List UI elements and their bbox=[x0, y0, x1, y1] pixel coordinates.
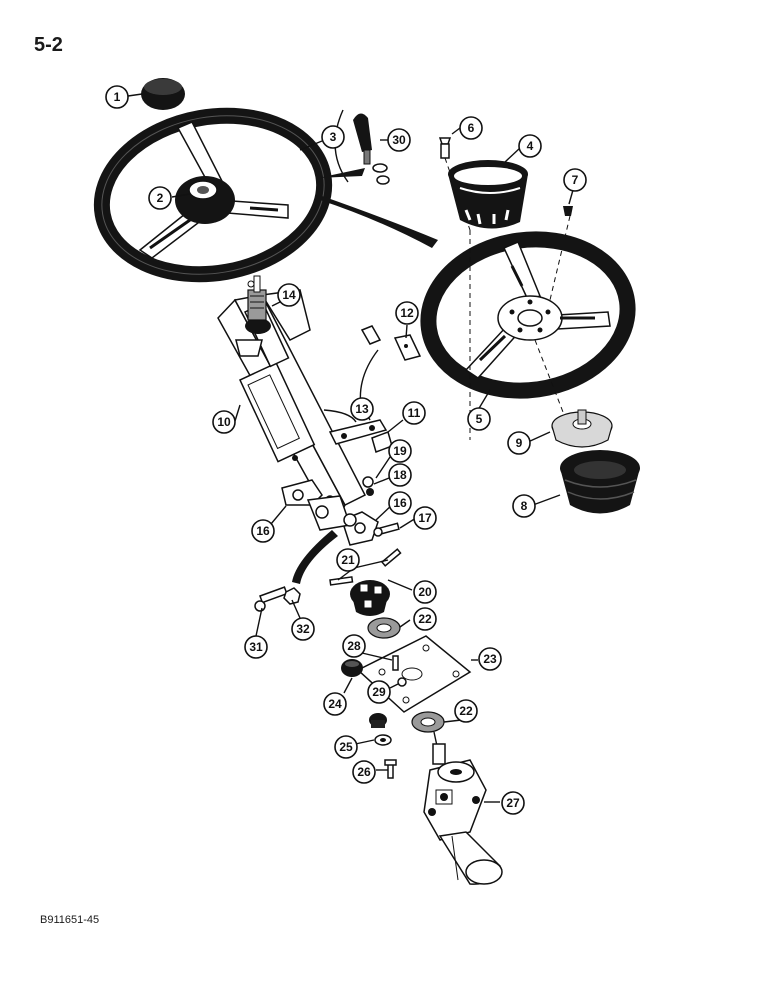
svg-text:18: 18 bbox=[393, 468, 407, 482]
svg-text:32: 32 bbox=[296, 622, 310, 636]
boot-part bbox=[560, 450, 640, 514]
svg-text:19: 19 bbox=[393, 444, 407, 458]
callout-4: 4 bbox=[518, 134, 542, 158]
bolts-21-part bbox=[329, 548, 402, 586]
steering-control-unit-part bbox=[423, 731, 503, 885]
swoosh-column bbox=[292, 530, 338, 584]
steering-wheel-bare-part bbox=[420, 231, 636, 399]
svg-text:20: 20 bbox=[418, 585, 432, 599]
svg-text:13: 13 bbox=[355, 402, 369, 416]
svg-text:30: 30 bbox=[392, 133, 406, 147]
svg-text:7: 7 bbox=[572, 173, 579, 187]
callout-2: 2 bbox=[148, 186, 172, 210]
callout-31: 31 bbox=[244, 635, 268, 659]
callout-9: 9 bbox=[507, 431, 531, 455]
svg-text:4: 4 bbox=[527, 139, 534, 153]
svg-text:26: 26 bbox=[357, 765, 371, 779]
latch-plate-part bbox=[360, 325, 422, 361]
horn-cap-part bbox=[141, 78, 185, 110]
swoosh-upper bbox=[318, 168, 365, 178]
wheel-cover-part bbox=[448, 160, 528, 229]
callout-7: 7 bbox=[563, 168, 587, 192]
washer-25-part bbox=[374, 734, 392, 746]
callout-25: 25 bbox=[334, 735, 358, 759]
page-number: 5-2 bbox=[34, 34, 63, 56]
figure-code: B911651-45 bbox=[40, 914, 100, 926]
swoosh-lower bbox=[320, 196, 438, 248]
bolt-31-part bbox=[254, 586, 288, 612]
svg-text:22: 22 bbox=[459, 704, 473, 718]
callout-27: 27 bbox=[501, 791, 525, 815]
callout-29: 29 bbox=[367, 680, 391, 704]
svg-text:16: 16 bbox=[256, 524, 270, 538]
callout-14: 14 bbox=[277, 283, 301, 307]
small-cap-part bbox=[549, 206, 573, 301]
svg-text:10: 10 bbox=[217, 415, 231, 429]
callout-16-right: 16 bbox=[388, 491, 412, 515]
svg-text:22: 22 bbox=[418, 612, 432, 626]
callout-20: 20 bbox=[413, 580, 437, 604]
svg-text:31: 31 bbox=[249, 640, 263, 654]
callout-22-lower: 22 bbox=[454, 699, 478, 723]
callout-18: 18 bbox=[388, 463, 412, 487]
callout-22-upper: 22 bbox=[413, 607, 437, 631]
svg-text:28: 28 bbox=[347, 639, 361, 653]
svg-text:29: 29 bbox=[372, 685, 386, 699]
callout-17: 17 bbox=[413, 506, 437, 530]
svg-text:6: 6 bbox=[468, 121, 475, 135]
callout-13: 13 bbox=[350, 397, 374, 421]
callout-1: 1 bbox=[105, 85, 129, 109]
callout-8: 8 bbox=[512, 494, 536, 518]
svg-text:9: 9 bbox=[516, 436, 523, 450]
axis-line-2 bbox=[534, 339, 571, 431]
callout-5: 5 bbox=[467, 407, 491, 431]
column-lower-clamp-part bbox=[306, 495, 357, 531]
bolt-17-part bbox=[373, 522, 400, 537]
callout-24: 24 bbox=[323, 692, 347, 716]
grommet-24-part bbox=[341, 659, 363, 677]
svg-text:1: 1 bbox=[114, 90, 121, 104]
svg-text:12: 12 bbox=[400, 306, 414, 320]
callout-6: 6 bbox=[459, 116, 483, 140]
callout-19: 19 bbox=[388, 439, 412, 463]
svg-text:27: 27 bbox=[506, 796, 520, 810]
nut-32-part bbox=[283, 587, 301, 605]
universal-joint-part bbox=[350, 580, 390, 616]
callout-23: 23 bbox=[478, 647, 502, 671]
spacer-part bbox=[369, 713, 387, 728]
spinner-knob-part bbox=[353, 113, 390, 185]
svg-text:2: 2 bbox=[157, 191, 164, 205]
svg-text:14: 14 bbox=[282, 288, 296, 302]
washer-nut-part bbox=[362, 476, 374, 496]
callout-10: 10 bbox=[212, 410, 236, 434]
svg-text:11: 11 bbox=[408, 406, 421, 420]
callout-11: 11 bbox=[402, 401, 426, 425]
svg-text:24: 24 bbox=[328, 697, 342, 711]
callout-30: 30 bbox=[387, 128, 411, 152]
callout-26: 26 bbox=[352, 760, 376, 784]
hub-adapter-part bbox=[551, 409, 613, 448]
bolt-26-part bbox=[384, 759, 397, 779]
callout-32: 32 bbox=[291, 617, 315, 641]
steering-wheel-part bbox=[93, 107, 333, 283]
svg-text:17: 17 bbox=[418, 511, 432, 525]
callout-21: 21 bbox=[336, 548, 360, 572]
svg-text:16: 16 bbox=[393, 496, 407, 510]
callout-12: 12 bbox=[395, 301, 419, 325]
svg-text:3: 3 bbox=[330, 130, 337, 144]
svg-text:8: 8 bbox=[521, 499, 528, 513]
svg-text:23: 23 bbox=[483, 652, 497, 666]
nut-29-part bbox=[397, 677, 407, 687]
bushing-lower-part bbox=[411, 711, 445, 733]
svg-text:5: 5 bbox=[476, 412, 483, 426]
bushing-upper-part bbox=[367, 617, 401, 639]
callout-28: 28 bbox=[342, 634, 366, 658]
svg-text:25: 25 bbox=[339, 740, 353, 754]
callout-16-left: 16 bbox=[251, 519, 275, 543]
stud-28-part bbox=[392, 655, 399, 671]
svg-text:21: 21 bbox=[341, 553, 355, 567]
callout-3: 3 bbox=[321, 125, 345, 149]
